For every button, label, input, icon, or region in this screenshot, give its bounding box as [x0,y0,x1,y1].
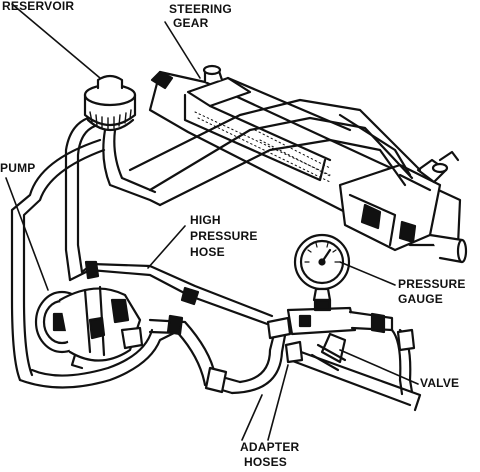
reservoir-label: RESERVOIR [2,0,75,13]
pressure-gauge-label-line2: GAUGE [398,292,444,306]
high-pressure-hose-label-line3: HOSE [190,245,225,259]
valve-label: VALVE [420,376,460,390]
pressure-gauge [293,233,351,302]
gear-lines [128,98,422,207]
adapter-hoses-label-line2: HOSES [244,455,288,469]
return-hose [10,116,162,382]
pump [18,285,182,389]
high-pressure-hose [68,260,274,327]
steering-gear-label-line2: GEAR [173,16,209,30]
high-pressure-hose-leader [147,225,186,269]
high-pressure-hose-label-line1: HIGH [190,213,221,227]
pump-leader [5,177,49,291]
pressure-gauge-leader [339,261,396,286]
adapter-hoses [230,316,422,412]
reservoir [83,74,137,132]
high-pressure-hose-label-line2: PRESSURE [190,229,258,243]
pressure-gauge-label-line1: PRESSURE [398,277,466,291]
test-manifold [286,298,394,372]
steering-gear-leader [164,21,201,79]
reservoir-leader [11,3,101,79]
steering-gear [148,64,468,264]
lower-hose [148,314,242,395]
steering-gear-label-line1: STEERING [169,2,232,16]
adapter-leader-2 [267,364,289,441]
valve-leader [339,349,419,385]
pump-label: PUMP [0,161,36,175]
adapter-leader-1 [241,394,263,441]
adapter-hoses-label-line1: ADAPTER [240,440,300,454]
